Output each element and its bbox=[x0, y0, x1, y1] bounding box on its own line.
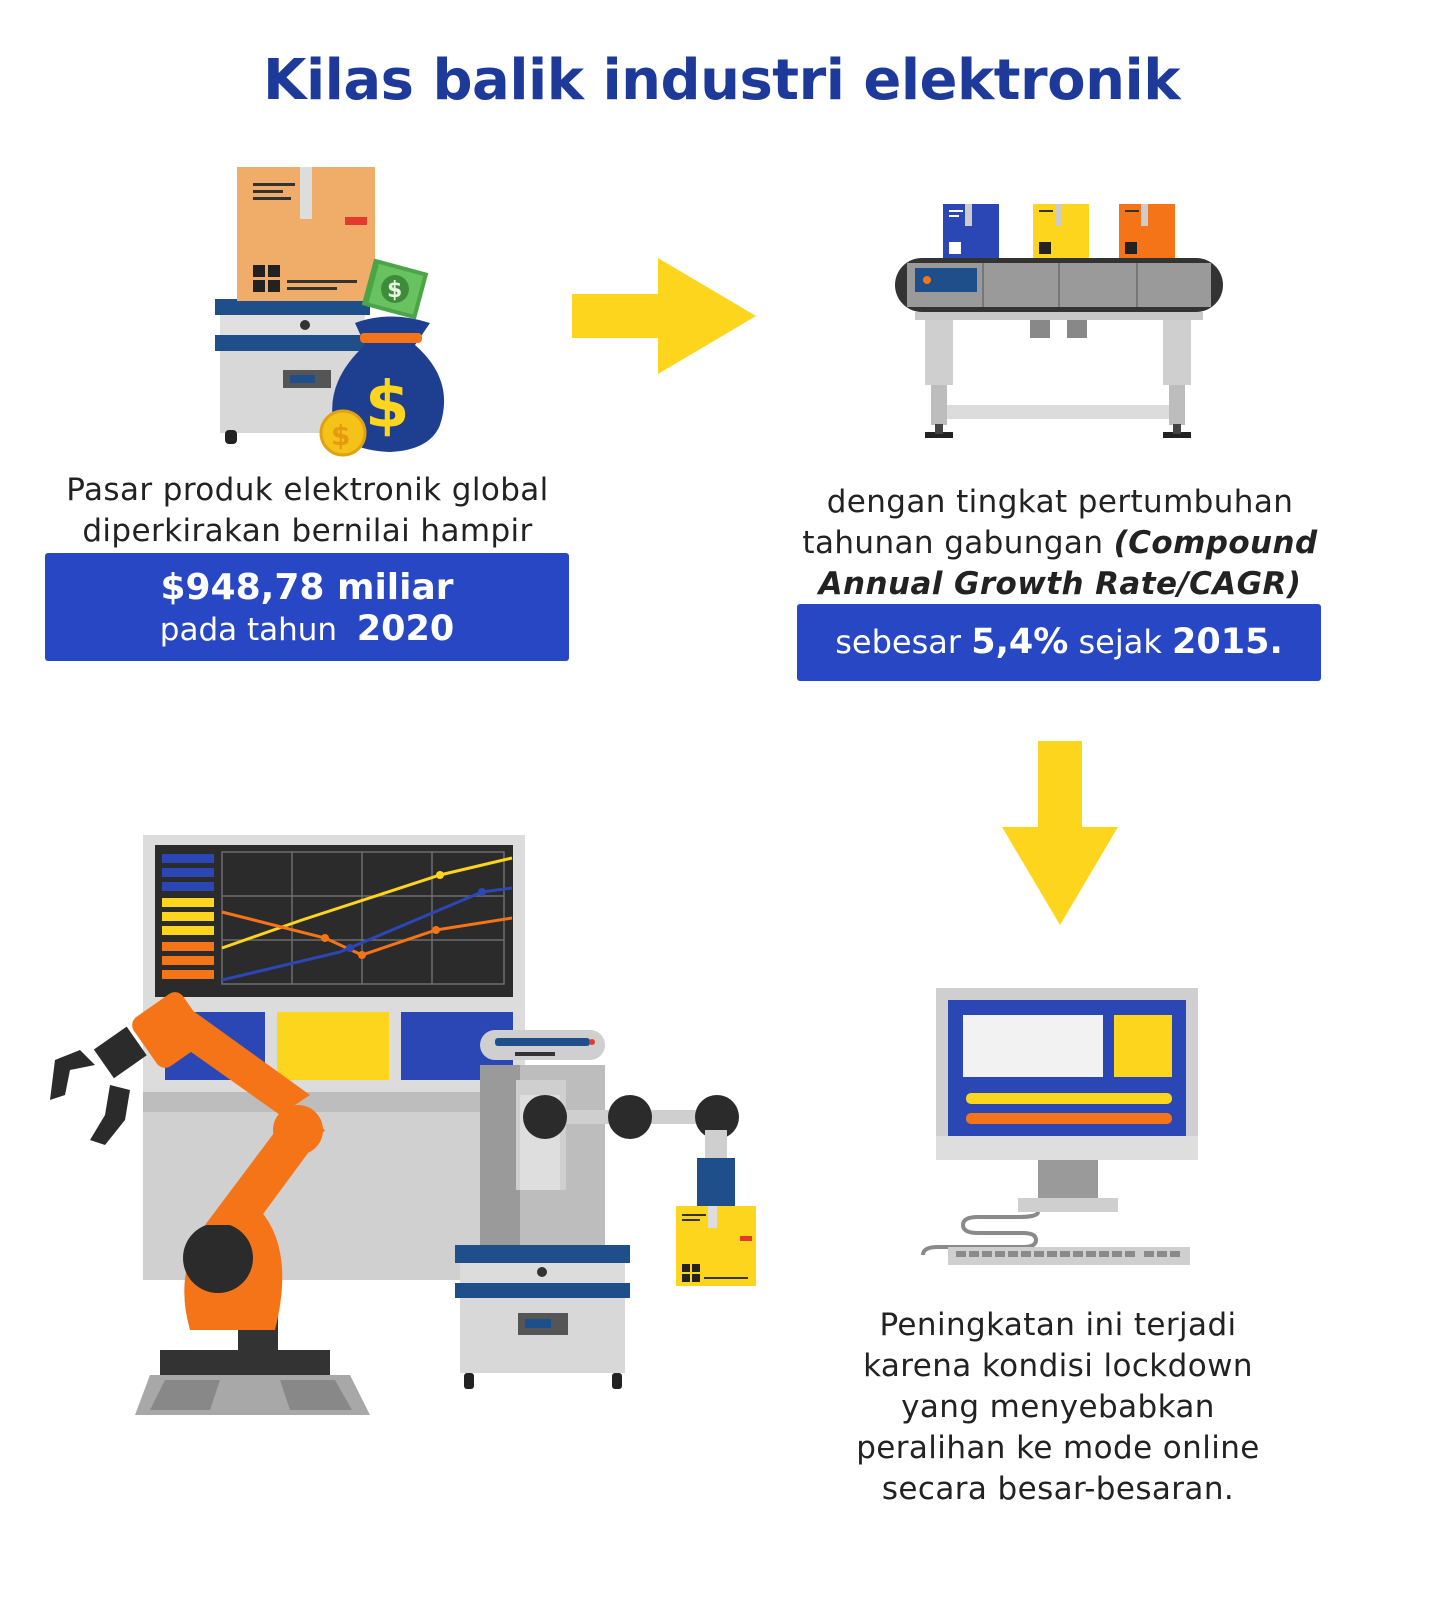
conclusion-text: Peningkatan ini terjadi karena kondisi l… bbox=[856, 1307, 1260, 1507]
market-text: Pasar produk elektronik global diperkira… bbox=[66, 472, 549, 549]
svg-text:$: $ bbox=[365, 369, 410, 443]
market-value-box: $948,78 miliar pada tahun 2020 bbox=[45, 553, 569, 661]
arrow-right-icon bbox=[572, 258, 756, 374]
robot-factory-illustration bbox=[50, 835, 756, 1415]
conveyor-belt-illustration bbox=[895, 204, 1223, 438]
growth-rate-box: sebesar 5,4% sejak 2015. bbox=[797, 604, 1321, 681]
growth-rate-value: 5,4% bbox=[971, 622, 1069, 662]
money-bag-icon: $ $ $ bbox=[319, 258, 445, 457]
desktop-computer-illustration bbox=[921, 988, 1198, 1265]
page-title: Kilas balik industri elektronik bbox=[263, 48, 1180, 113]
box-money-machine-illustration: $ $ $ bbox=[215, 167, 445, 457]
market-year-line: pada tahun 2020 bbox=[159, 609, 455, 649]
svg-text:$: $ bbox=[331, 419, 350, 452]
market-value: $948,78 miliar bbox=[160, 567, 454, 608]
svg-text:$: $ bbox=[387, 278, 402, 303]
growth-text: dengan tingkat pertumbuhan tahunan gabun… bbox=[802, 484, 1318, 602]
arrow-down-icon bbox=[1002, 741, 1118, 925]
